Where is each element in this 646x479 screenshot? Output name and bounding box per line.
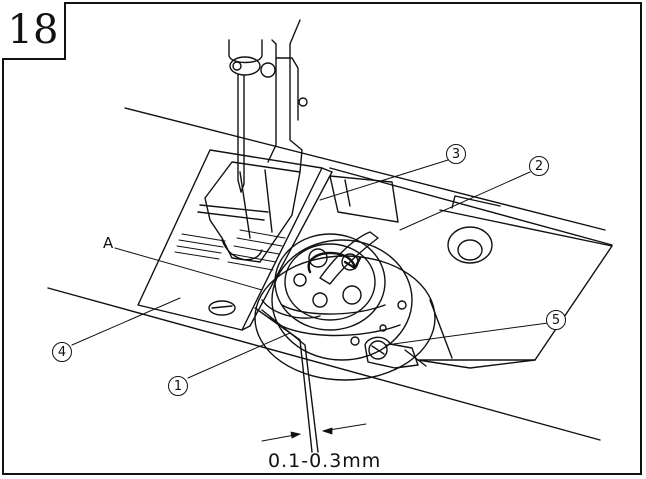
leader-5 [385,322,549,346]
gap-dimension-label: 0.1-0.3mm [268,450,382,472]
callout-3: 3 [446,144,466,164]
rotation-arrow [307,251,357,274]
bobbin-latch [319,231,379,285]
label-a: A [103,234,114,252]
bobbin-case [274,233,386,331]
leader-2 [399,171,531,231]
leader-3 [319,159,449,201]
presser-bar [267,43,303,173]
callout-1: 1 [168,376,188,396]
feed-dog [174,229,286,271]
callout-5: 5 [546,310,566,330]
leader-1 [187,332,291,379]
presser-foot [204,161,301,263]
figure-number-badge: 18 [2,2,66,60]
leader-a [114,247,263,291]
plate-screw [208,300,236,316]
figure-frame [2,2,642,475]
position-finger [364,336,419,369]
needle-bar [228,39,263,64]
callout-4: 4 [52,342,72,362]
callout-2: 2 [529,156,549,176]
leader-4 [71,297,181,346]
slide-plate [419,209,613,361]
bed-line-back [124,107,606,231]
bed-line-front [47,287,601,441]
